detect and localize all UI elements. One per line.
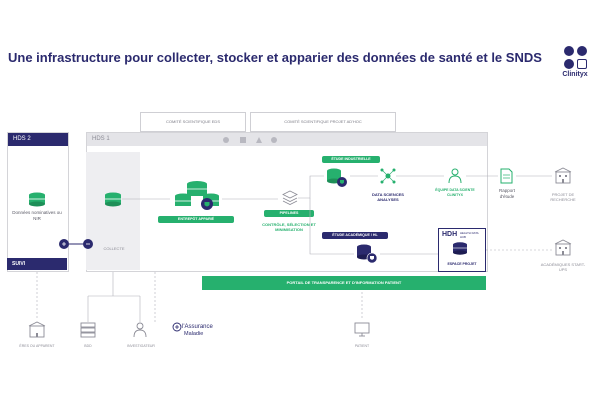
database-icon (357, 244, 378, 264)
hds2-label: Données nominatives ou NIR (12, 210, 62, 221)
entrepot-pill: ENTREPÔT APPARIÉ (158, 216, 234, 223)
hds1-header: HDS 1 (87, 133, 487, 146)
hdh-label: ESPACE PROJET (447, 262, 477, 266)
assurance-text-2: Maladie (184, 331, 204, 337)
network-icon (380, 168, 396, 184)
computer-icon (354, 322, 370, 337)
equipe-label: ÉQUIPE DATA SCIENTE CLINITYX (435, 188, 475, 197)
building-icon (28, 321, 46, 338)
database-icon (327, 168, 347, 187)
hds1-panel: HDS 1 (86, 132, 488, 272)
clinityx-logo: Clinityx (560, 46, 590, 78)
pipelines-text: CONTRÔLE, SÉLECTION ET MINIMISATION (262, 222, 316, 232)
database-icon (453, 242, 467, 255)
etude-academique-pill: ÉTUDE ACADÉMIQUE / HL (322, 232, 388, 239)
ehr-label: ÉRES OU APPARENT (19, 344, 55, 348)
collecte-label: COLLECTE (103, 246, 125, 251)
database-icon (105, 192, 121, 207)
building-icon (554, 239, 572, 256)
document-icon (500, 168, 513, 184)
collecte-panel (86, 152, 140, 270)
investigateur-label: INVESTIGATEUR (127, 344, 155, 348)
building-icon (554, 167, 572, 184)
logo-mark (564, 46, 590, 69)
hds2-header: HDS 2 (8, 133, 68, 146)
assurance-icon (172, 322, 182, 332)
academiques-label: ACADÉMIQUES START-UPS (540, 262, 586, 272)
pipelines-pill: PIPELINES (264, 210, 314, 217)
tech-icons (223, 137, 277, 143)
patient-label: PATIENT (354, 344, 370, 348)
portail-bar: PORTAIL DE TRANSPARENCE ET D'INFORMATION… (202, 276, 486, 290)
server-icon (80, 322, 96, 338)
hdh-logo: HDH (442, 231, 458, 238)
person-icon (448, 168, 462, 184)
suivi-footer: SUIVI (7, 258, 67, 270)
page-title: Une infrastructure pour collecter, stock… (8, 50, 542, 65)
person-icon (133, 322, 147, 338)
database-icon (29, 192, 45, 207)
rapport-label: Rapport d'étude (498, 188, 515, 199)
tab-comite-eds: COMITÉ SCIENTIFIQUE EDS (140, 112, 246, 132)
projet-label: PROJET DE RECHERCHE (550, 192, 576, 202)
entrepot-databases (175, 181, 219, 210)
logo-text: Clinityx (562, 71, 588, 78)
data-sciences-label: DATA SCIENCES ANALYSES (372, 192, 404, 202)
hdh-sub: HEALTH DATA HUB (460, 231, 479, 239)
bdd-label: BDD (84, 344, 92, 348)
tab-comite-projet: COMITÉ SCIENTIFIQUE PROJET AD'HOC (250, 112, 396, 132)
etude-industrielle-pill: ÉTUDE INDUSTRIELLE (322, 156, 380, 163)
assurance-text-1: l'Assurance (182, 324, 213, 330)
link-connectors (59, 239, 93, 249)
layers-icon (282, 190, 298, 205)
